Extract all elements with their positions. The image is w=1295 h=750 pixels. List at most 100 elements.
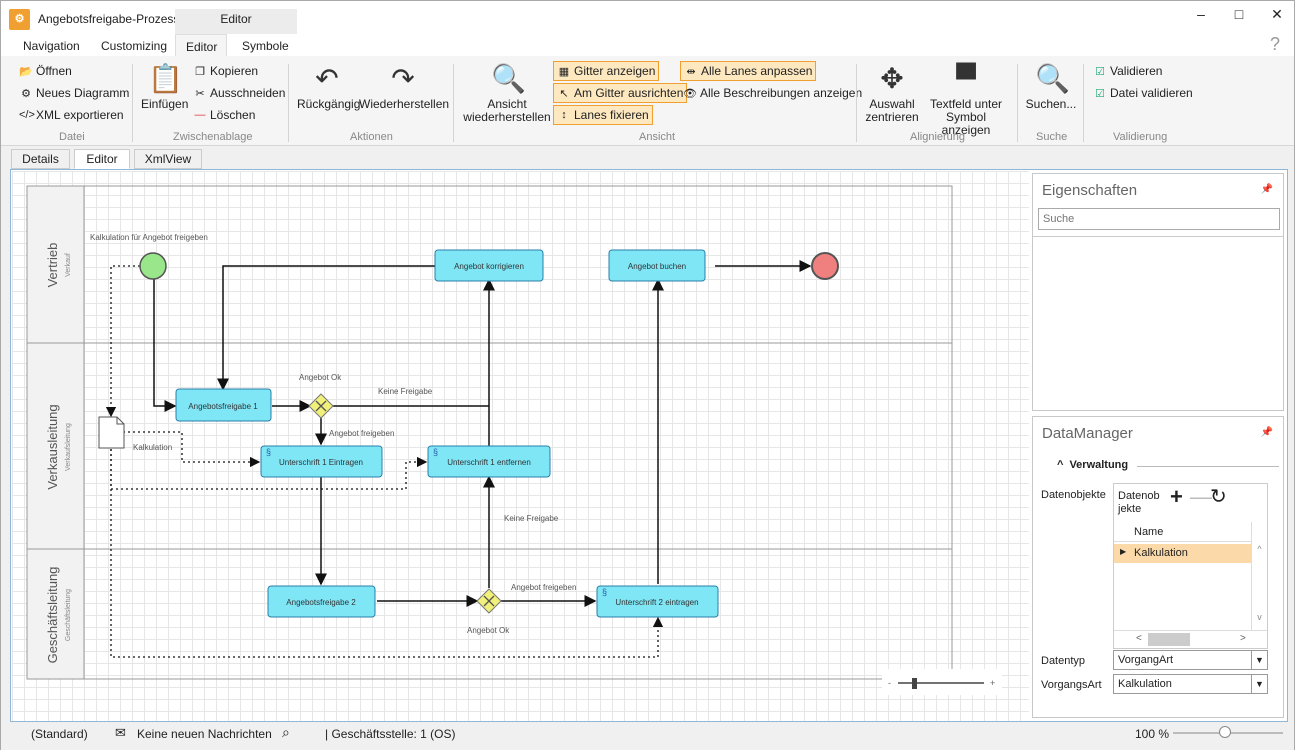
data-object-kalkulation[interactable]: [98, 416, 125, 449]
datentyp-select[interactable]: VorgangArt▼: [1113, 650, 1268, 670]
lanes-fix-toggle[interactable]: ↕Lanes fixieren: [553, 105, 653, 125]
datentyp-label: Datentyp: [1041, 655, 1086, 667]
close-icon[interactable]: ✕: [1271, 6, 1283, 22]
tab-navigation[interactable]: Navigation: [23, 39, 80, 53]
zoom-slider-handle[interactable]: [1219, 726, 1231, 738]
textfield-icon: ▀: [956, 63, 976, 94]
center-icon: ✥: [880, 63, 904, 94]
chevron-down-icon: ▼: [1251, 675, 1267, 693]
vertical-scrollbar[interactable]: ^v: [1251, 522, 1267, 630]
group-label-alignierung: Alignierung: [910, 131, 966, 143]
status-office: | Geschäftsstelle: 1 (OS): [325, 727, 456, 741]
group-label-ansicht: Ansicht: [639, 131, 676, 143]
maximize-icon[interactable]: □: [1234, 6, 1244, 22]
status-standard[interactable]: (Standard): [31, 727, 88, 741]
column-header-name[interactable]: Name: [1114, 522, 1251, 542]
diagram-canvas[interactable]: Vertrieb Verkauf Verkausleitung Verkaufs…: [12, 171, 1029, 721]
clipboard-icon: 📋: [148, 63, 183, 94]
association-start-to-doc[interactable]: [105, 265, 140, 418]
start-event[interactable]: [139, 252, 167, 280]
copy-button[interactable]: ❐Kopieren: [193, 61, 258, 81]
task-label: Unterschrift 1 entfernen: [447, 458, 531, 467]
help-icon[interactable]: ?: [1269, 34, 1280, 54]
lanes-fit-icon: ⇹: [686, 65, 696, 78]
status-bar: (Standard) ✉ Keine neuen Nachrichten ⌕ |…: [1, 723, 1294, 750]
task-unterschrift-2-eintragen[interactable]: [596, 585, 719, 618]
search-icon[interactable]: ⌕: [282, 724, 290, 740]
grid-align-toggle[interactable]: ↖Am Gitter ausrichten: [553, 83, 688, 103]
open-button[interactable]: 📂Öffnen: [19, 64, 72, 78]
lane-geschaeftsleitung[interactable]: [26, 548, 953, 680]
ribbon: 📂Öffnen ⚙Neues Diagramm </>XML exportier…: [1, 56, 1294, 146]
task-label: Angebot buchen: [628, 262, 686, 271]
validate-button[interactable]: ☑Validieren: [1093, 61, 1162, 81]
task-label: Unterschrift 2 eintragen: [615, 598, 698, 607]
flow-start-to-freigabe1[interactable]: [153, 279, 177, 412]
datamanager-panel: DataManager 📌 ^ Verwaltung Datenobjekte …: [1032, 416, 1284, 718]
grid-show-toggle[interactable]: ▦Gitter anzeigen: [553, 61, 660, 81]
undo-button[interactable]: ↶Rückgängig: [297, 63, 361, 111]
validate-file-button[interactable]: ☑Datei validieren: [1093, 83, 1193, 103]
xml-export-button[interactable]: </>XML exportieren: [19, 108, 124, 122]
zoom-plus[interactable]: +: [990, 678, 995, 688]
properties-search-input[interactable]: [1038, 208, 1280, 230]
canvas-zoom-slider[interactable]: - +: [882, 669, 1002, 695]
code-icon: </>: [19, 109, 35, 121]
minimize-icon[interactable]: –: [1197, 6, 1205, 22]
mail-icon[interactable]: ✉: [115, 725, 126, 740]
flow-korrigieren-to-freigabe1[interactable]: [217, 265, 435, 391]
remove-icon[interactable]: —: [1190, 484, 1212, 509]
tab-editor[interactable]: Editor: [175, 34, 227, 56]
magnifier-icon: 🔍: [1035, 63, 1070, 94]
show-descriptions-button[interactable]: 👁Alle Beschreibungen anzeigen: [683, 86, 863, 100]
task-unterschrift-1-entfernen[interactable]: [427, 445, 551, 478]
redo-button[interactable]: ↷Wiederherstellen: [359, 63, 450, 111]
pin-icon[interactable]: 📌: [1260, 184, 1273, 195]
gears-icon: ⚙: [21, 87, 31, 100]
table-row[interactable]: Kalkulation: [1114, 544, 1251, 563]
add-icon[interactable]: +: [1170, 484, 1183, 509]
task-label: Angebot korrigieren: [454, 262, 524, 271]
end-event[interactable]: [811, 252, 839, 280]
datenobjekte-list: Datenob jekte + — ↻ Name Kalkulation ▶ ^…: [1113, 483, 1268, 649]
label-gateway2: Angebot Ok: [467, 626, 510, 635]
association-doc-to-unterschrift2[interactable]: [110, 449, 664, 658]
tab-details[interactable]: Details: [11, 149, 70, 169]
lanes-fit-toggle[interactable]: ⇹Alle Lanes anpassen: [680, 61, 817, 81]
horizontal-scrollbar[interactable]: <>: [1114, 630, 1267, 648]
refresh-icon[interactable]: ↻: [1210, 486, 1227, 508]
eye-icon: 👁: [683, 87, 697, 100]
vorgangsart-select[interactable]: Kalkulation▼: [1113, 674, 1268, 694]
tab-xmlview[interactable]: XmlView: [134, 149, 202, 169]
scissors-icon: ✂: [195, 87, 205, 100]
new-diagram-button[interactable]: ⚙Neues Diagramm: [19, 83, 129, 103]
pin-icon[interactable]: 📌: [1260, 427, 1273, 438]
tab-symbole[interactable]: Symbole: [242, 39, 289, 53]
task-angebotsfreigabe-2[interactable]: [267, 585, 376, 618]
gateway-angebot-ok-2[interactable]: [476, 588, 502, 614]
window-title: Angebotsfreigabe-Prozess: [38, 12, 180, 26]
properties-panel: Eigenschaften 📌: [1032, 173, 1284, 411]
cut-button[interactable]: ✂Ausschneiden: [193, 83, 285, 103]
tab-doc-editor[interactable]: Editor: [74, 149, 130, 169]
tab-customizing[interactable]: Customizing: [101, 39, 168, 53]
status-messages[interactable]: Keine neuen Nachrichten: [137, 727, 272, 741]
verwaltung-section-header[interactable]: ^ Verwaltung: [1057, 459, 1129, 471]
search-button[interactable]: 🔍Suchen...: [1025, 63, 1077, 111]
lane-sub-geschaeftsleitung: Geschäftsleitung: [65, 589, 72, 641]
paste-button[interactable]: 📋Einfügen: [141, 63, 189, 111]
zoom-minus[interactable]: -: [888, 678, 891, 688]
grid-icon: ▦: [558, 65, 570, 78]
task-unterschrift-1-eintragen[interactable]: [260, 445, 383, 478]
label-gateway1: Angebot Ok: [299, 373, 342, 382]
status-zoom: 100 %: [1135, 727, 1170, 741]
gateway-angebot-ok-1[interactable]: [308, 393, 334, 419]
task-angebot-buchen[interactable]: [608, 249, 706, 282]
task-angebotsfreigabe-1[interactable]: [175, 388, 272, 422]
task-angebot-korrigieren[interactable]: [434, 249, 544, 282]
delete-button[interactable]: —Löschen: [194, 108, 256, 122]
